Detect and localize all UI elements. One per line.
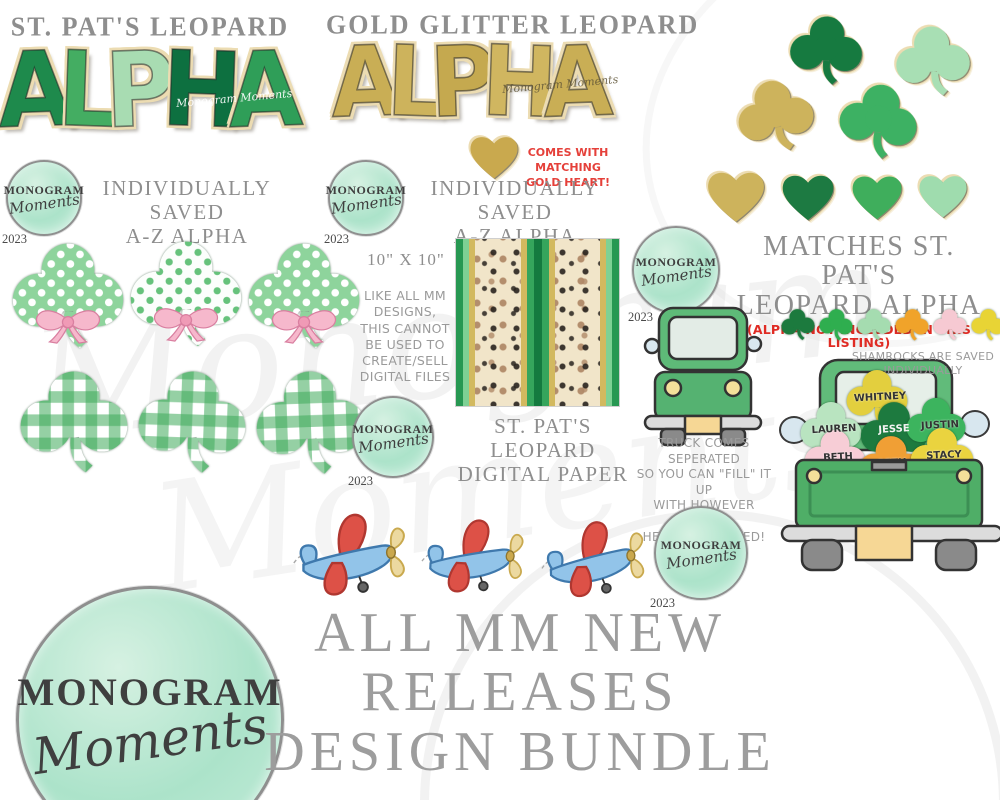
caption-line: ST. PAT'S LEOPARD bbox=[490, 414, 596, 463]
note-line: COMES WITH MATCHING bbox=[527, 146, 609, 174]
note-line: THIS CANNOT bbox=[360, 320, 450, 336]
airplane-icon bbox=[410, 500, 540, 606]
badge-brand-top: MONOGRAM bbox=[660, 538, 742, 552]
pink-bow-icon bbox=[267, 302, 341, 346]
shamrock-icon bbox=[931, 307, 969, 345]
gingham-shamrock-icon bbox=[16, 368, 132, 484]
note-line: LIKE ALL MM bbox=[363, 288, 447, 303]
gold-alpha-title: GOLD GLITTER LEOPARD bbox=[326, 9, 700, 40]
monogram-moments-logo-large: MONOGRAM Moments 2023 bbox=[16, 586, 284, 800]
heart-icon bbox=[773, 166, 843, 224]
badge-circle: MONOGRAM Moments bbox=[352, 396, 434, 478]
badge-circle: MONOGRAM Moments bbox=[325, 160, 407, 236]
airplane-icon bbox=[290, 495, 415, 607]
shamrock-icon bbox=[969, 307, 1000, 344]
alpha-letter: A bbox=[541, 24, 616, 141]
note-line: DIGITAL FILES bbox=[359, 369, 451, 385]
paper-size-label: 10" X 10" bbox=[360, 250, 452, 270]
badge-brand-top: MONOGRAM bbox=[3, 183, 85, 197]
badge-brand-top: MONOGRAM bbox=[352, 422, 434, 436]
monogram-moments-badge: MONOGRAM Moments 2023 bbox=[324, 160, 406, 246]
caption-line: INDIVIDUALLY SAVED bbox=[102, 176, 272, 225]
bow-shamrock bbox=[126, 238, 246, 372]
gingham-shamrock-icon bbox=[132, 366, 252, 486]
heart-icon bbox=[844, 167, 910, 223]
badge-year: 2023 bbox=[348, 474, 373, 488]
badge-circle: MONOGRAM Moments bbox=[16, 586, 284, 800]
shamrock-icon bbox=[893, 307, 931, 345]
badge-year: 2023 bbox=[2, 232, 27, 246]
badge-brand-top: MONOGRAM bbox=[635, 255, 717, 269]
heart-icon bbox=[911, 167, 975, 221]
monogram-moments-badge: MONOGRAM Moments 2023 bbox=[650, 506, 748, 610]
individual-shamrock-row bbox=[780, 308, 1000, 344]
pink-bow-icon bbox=[31, 302, 105, 346]
pink-bow-icon bbox=[149, 300, 223, 344]
truck-front-icon bbox=[643, 306, 763, 448]
caption-line: INDIVIDUALLY SAVED bbox=[430, 176, 600, 225]
caption-line: MATCHES ST. PAT'S bbox=[763, 231, 955, 292]
badge-brand-top: MONOGRAM bbox=[17, 671, 283, 714]
badge-year: 2023 bbox=[324, 232, 349, 246]
gold-alpha-letters: A L P H A bbox=[322, 24, 622, 142]
gold-heart-icon bbox=[463, 128, 525, 182]
paper-caption: ST. PAT'S LEOPARD DIGITAL PAPER bbox=[448, 414, 638, 486]
stpats-alpha-title: ST. PAT'S LEOPARD bbox=[10, 11, 290, 42]
bow-shamrock bbox=[8, 240, 128, 374]
monogram-moments-badge: MONOGRAM Moments 2023 bbox=[628, 226, 720, 324]
leopard-digital-paper-swatch bbox=[455, 238, 620, 407]
note-line: SHAMROCKS ARE SAVED INDIVIDUALLY bbox=[851, 350, 995, 378]
shamrock-row-caption: SHAMROCKS ARE SAVED INDIVIDUALLY bbox=[848, 350, 998, 379]
monogram-moments-badge: MONOGRAM Moments 2023 bbox=[2, 160, 84, 246]
bow-shamrock bbox=[244, 240, 364, 374]
bundle-title-line: DESIGN BUNDLE bbox=[264, 720, 776, 783]
note-line: DESIGNS, bbox=[373, 304, 437, 320]
note-line: BE USED TO bbox=[365, 336, 445, 352]
bundle-title-line: ALL MM NEW bbox=[314, 602, 726, 664]
note-line: SO YOU CAN "FILL" IT UP bbox=[636, 467, 772, 497]
note-line: CREATE/SELL bbox=[362, 353, 448, 368]
gold-heart-note: COMES WITH MATCHING GOLD HEART! bbox=[518, 146, 618, 191]
badge-circle: MONOGRAM Moments bbox=[3, 160, 85, 236]
bundle-title: ALL MM NEW RELEASES DESIGN BUNDLE bbox=[233, 602, 807, 783]
heart-icon bbox=[698, 162, 774, 226]
shamrock-icon bbox=[779, 307, 817, 345]
badge-year: 2023 bbox=[650, 596, 675, 610]
alpha-letter: A bbox=[225, 27, 305, 152]
shamrock-icon bbox=[831, 77, 926, 172]
note-line: TRUCK COMES SEPERATED bbox=[658, 436, 750, 466]
stpats-alpha-caption: INDIVIDUALLY SAVED A-Z ALPHA bbox=[88, 176, 286, 248]
monogram-moments-badge: MONOGRAM Moments 2023 bbox=[348, 396, 434, 488]
stpats-alpha-letters: A L P H A bbox=[0, 27, 305, 152]
caption-line: LEOPARD ALPHA bbox=[736, 289, 982, 321]
shamrock-icon bbox=[729, 72, 824, 167]
badge-circle: MONOGRAM Moments bbox=[654, 506, 748, 600]
airplane-icon bbox=[536, 501, 655, 610]
shamrock-icon bbox=[855, 307, 892, 344]
shamrock-icon bbox=[817, 307, 855, 345]
truck-back-bed-icon bbox=[780, 452, 1000, 582]
caption-line: DIGITAL PAPER bbox=[457, 462, 629, 487]
caption-line: 10" X 10" bbox=[367, 250, 445, 269]
paper-usage-note: LIKE ALL MM DESIGNS, THIS CANNOT BE USED… bbox=[350, 288, 460, 386]
badge-brand-top: MONOGRAM bbox=[325, 183, 407, 197]
bundle-title-line: RELEASES bbox=[361, 661, 679, 724]
note-line: GOLD HEART! bbox=[525, 175, 611, 189]
badge-circle: MONOGRAM Moments bbox=[632, 226, 720, 314]
badge-year: 2023 bbox=[628, 310, 653, 324]
